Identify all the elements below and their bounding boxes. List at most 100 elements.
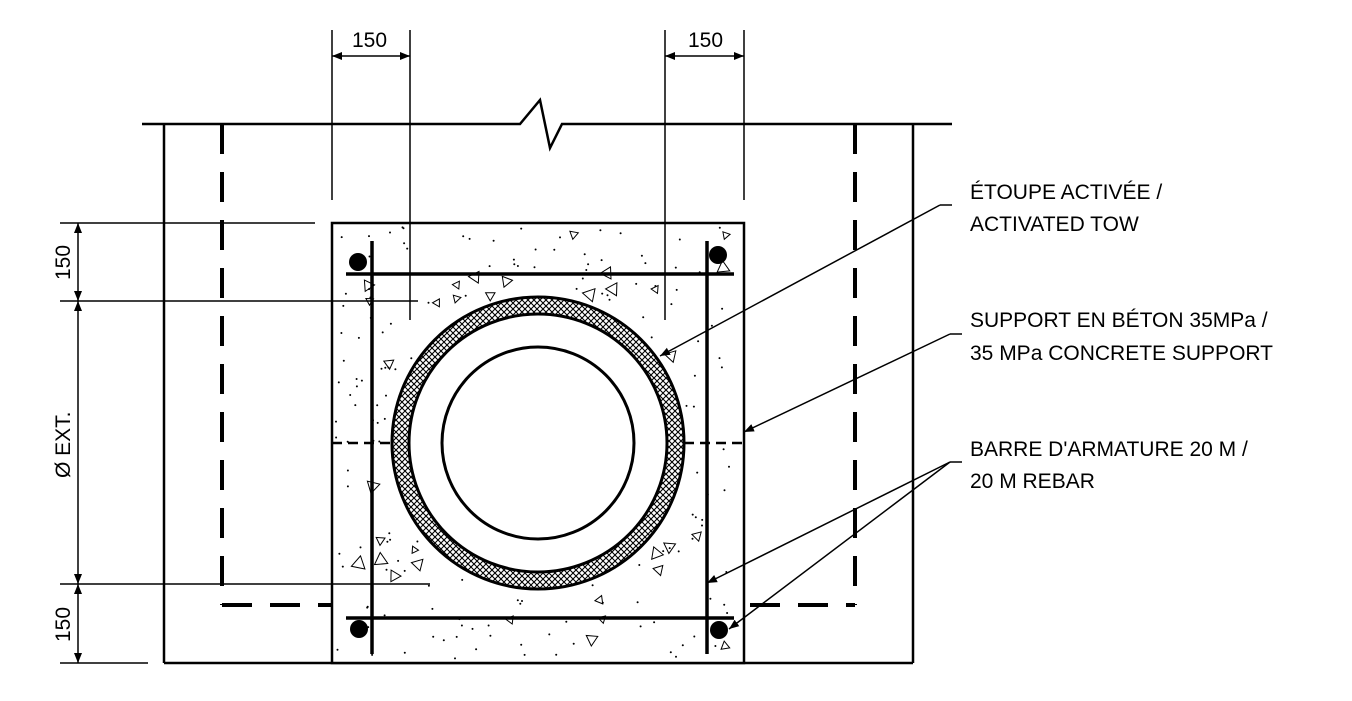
rebar-bar-top-left <box>349 253 367 271</box>
concrete-aggregate-dot <box>599 229 602 232</box>
concrete-aggregate-dot <box>355 385 358 388</box>
concrete-aggregate-dot <box>385 394 387 397</box>
concrete-aggregate-dot <box>384 366 387 369</box>
concrete-aggregate-dot <box>376 404 379 407</box>
concrete-aggregate-dot <box>341 565 344 568</box>
concrete-aggregate-dot <box>677 550 680 553</box>
rebar-bar-bottom-left <box>350 620 368 638</box>
concrete-aggregate-dot <box>344 292 347 295</box>
concrete-aggregate-dot <box>691 537 694 540</box>
concrete-aggregate-stone <box>593 594 604 605</box>
concrete-aggregate-stone <box>452 294 462 304</box>
concrete-aggregate-dot <box>368 235 370 238</box>
concrete-aggregate-dot <box>519 602 522 605</box>
concrete-aggregate-dot <box>520 643 523 646</box>
concrete-aggregate-stone <box>662 542 677 555</box>
concrete-aggregate-dot <box>572 642 575 645</box>
concrete-aggregate-dot <box>337 381 340 384</box>
concrete-aggregate-dot <box>371 653 374 656</box>
note-rebar-line2: 20 M REBAR <box>970 470 1095 493</box>
note-concrete-support-line2: 35 MPa CONCRETE SUPPORT <box>970 342 1273 365</box>
concrete-aggregate-dot <box>642 316 645 319</box>
dimension-left-top: 150 <box>52 245 75 280</box>
concrete-aggregate-stone <box>690 531 702 543</box>
concrete-aggregate-dot <box>718 226 721 229</box>
concrete-aggregate-dot <box>410 357 413 360</box>
trench-outline <box>142 97 952 665</box>
concrete-aggregate-dot <box>468 237 471 240</box>
concrete-aggregate-dot <box>416 540 419 543</box>
concrete-aggregate-dot <box>728 465 730 468</box>
concrete-aggregate-dot <box>349 394 352 396</box>
concrete-aggregate-dot <box>726 612 729 614</box>
rebar-bar-top-right <box>709 246 727 264</box>
concrete-aggregate-dot <box>681 644 684 647</box>
note-concrete-support: SUPPORT EN BÉTON 35MPa / 35 MPa CONCRETE… <box>970 309 1273 365</box>
concrete-aggregate-dot <box>342 359 345 362</box>
concrete-aggregate-dot <box>691 513 694 516</box>
concrete-aggregate-dot <box>427 301 430 304</box>
concrete-aggregate-dot <box>442 639 445 642</box>
concrete-aggregate-dot <box>360 379 363 382</box>
concrete-aggregate-dot <box>342 304 345 307</box>
concrete-aggregate-dot <box>701 524 703 527</box>
concrete-aggregate-stone <box>604 281 618 297</box>
note-activated-tow: ÉTOUPE ACTIVÉE / ACTIVATED TOW <box>970 181 1162 236</box>
concrete-aggregate-dot <box>489 634 492 637</box>
concrete-aggregate-dot <box>520 227 523 230</box>
concrete-aggregate-dot <box>575 287 578 290</box>
concrete-aggregate-dot <box>336 648 339 651</box>
left-dimensions <box>60 222 430 664</box>
dimension-left-bottom: 150 <box>52 607 75 642</box>
concrete-aggregate-dot <box>662 550 665 553</box>
concrete-aggregate-dot <box>346 469 349 472</box>
concrete-aggregate-dot <box>669 651 672 654</box>
concrete-aggregate-stone <box>375 536 386 547</box>
concrete-aggregate-dot <box>692 405 695 408</box>
concrete-aggregate-stone <box>569 230 580 241</box>
concrete-aggregate-dot <box>583 253 586 256</box>
concrete-aggregate-dot <box>403 569 406 572</box>
concrete-aggregate-dot <box>340 236 343 239</box>
concrete-aggregate-dot <box>397 559 400 562</box>
concrete-aggregate-dot <box>709 597 712 600</box>
concrete-aggregate-dot <box>714 645 717 647</box>
concrete-aggregate-dot <box>462 235 465 238</box>
concrete-aggregate-stone <box>431 298 440 308</box>
concrete-aggregate-dot <box>432 635 435 638</box>
concrete-aggregate-dot <box>427 584 430 587</box>
concrete-aggregate-dot <box>533 266 536 269</box>
concrete-aggregate-dot <box>638 564 641 566</box>
concrete-aggregate-dot <box>710 324 713 327</box>
concrete-aggregate-stone <box>363 279 376 293</box>
concrete-aggregate-dot <box>640 254 643 257</box>
concrete-aggregate-stone <box>410 558 424 572</box>
concrete-aggregate-dot <box>644 262 647 265</box>
concrete-aggregate-dot <box>548 633 551 636</box>
dimension-left-diameter: Ø EXT. <box>52 411 75 478</box>
concrete-aggregate-dot <box>488 265 491 268</box>
concrete-aggregate-dot <box>639 625 642 628</box>
concrete-aggregate-dot <box>694 516 697 519</box>
concrete-aggregate-dot <box>516 265 519 267</box>
concrete-aggregate-dot <box>587 263 590 266</box>
concrete-aggregate-dot <box>383 417 386 420</box>
concrete-aggregate-dot <box>718 357 721 360</box>
concrete-aggregate-dot <box>403 242 406 245</box>
concrete-aggregate-dot <box>635 282 638 285</box>
dimension-top-left: 150 <box>352 29 387 52</box>
note-concrete-support-line1: SUPPORT EN BÉTON 35MPa / <box>970 309 1268 332</box>
concrete-aggregate-dot <box>720 366 723 369</box>
concrete-aggregate-dot <box>338 552 341 555</box>
concrete-aggregate-stone <box>484 292 496 302</box>
concrete-aggregate-dot <box>492 239 495 242</box>
concrete-aggregate-dot <box>380 367 383 370</box>
concrete-aggregate-dot <box>402 227 405 230</box>
concrete-aggregate-dot <box>383 614 386 617</box>
concrete-aggregate-dot <box>471 627 474 630</box>
concrete-aggregate-dot <box>394 368 397 371</box>
concrete-aggregate-dot <box>376 421 379 424</box>
concrete-aggregate-dot <box>431 607 434 610</box>
concrete-aggregate-dot <box>675 655 677 658</box>
concrete-aggregate-dot <box>670 303 673 306</box>
